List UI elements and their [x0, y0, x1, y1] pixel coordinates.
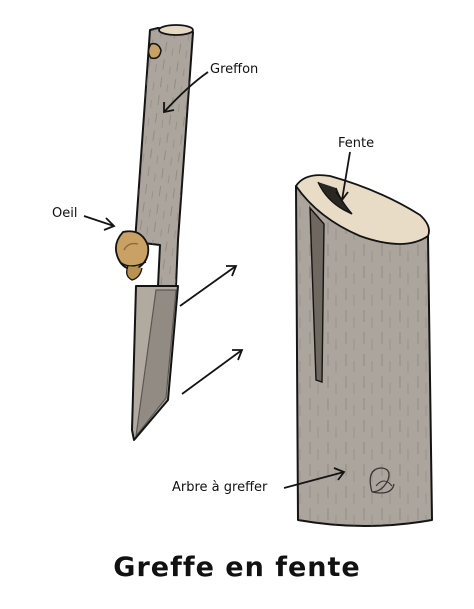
bud: [114, 230, 150, 281]
trunk-split-side: [309, 206, 325, 383]
label-arbre-a-greffer: Arbre à greffer: [172, 480, 268, 495]
scion-top-bud: [147, 42, 162, 60]
label-pointers: [83, 71, 351, 489]
signature-mark: [369, 467, 395, 494]
scion-wedge-cut-face: [135, 289, 177, 439]
scion-top-cut: [158, 24, 194, 36]
scion-body-texture: [135, 28, 193, 286]
arbre-pointer: [283, 471, 345, 489]
trunk-body-texture: [296, 186, 432, 526]
label-oeil: Oeil: [52, 206, 78, 221]
label-fente: Fente: [338, 136, 375, 151]
direction-arrows: [179, 265, 244, 395]
rootstock: [294, 174, 433, 527]
oeil-pointer: [83, 215, 115, 227]
diagram-title: Greffe en fente: [113, 552, 361, 583]
label-greffon: Greffon: [210, 62, 259, 77]
direction-arrow-upper: [179, 265, 237, 307]
greffon-pointer: [163, 71, 209, 113]
direction-arrow-lower: [181, 349, 243, 395]
scion: [114, 24, 194, 441]
fente-pointer: [341, 151, 351, 201]
